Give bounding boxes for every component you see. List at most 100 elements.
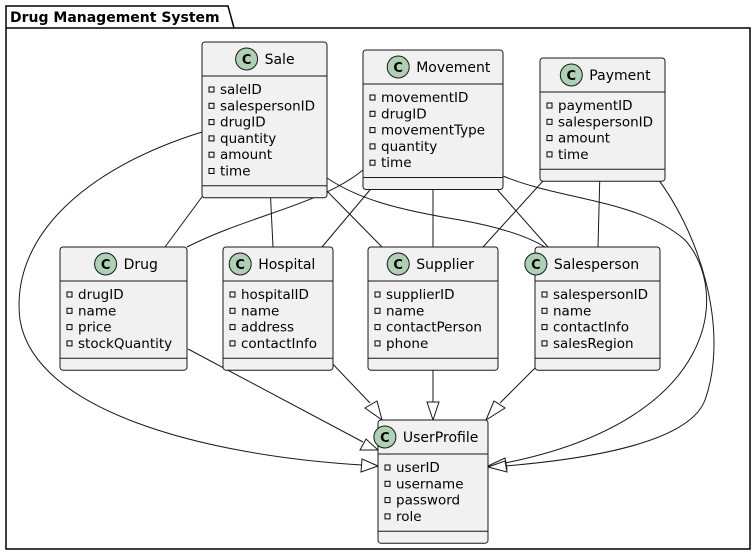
class-attribute: salespersonID	[558, 114, 653, 130]
arrowhead-payment	[486, 460, 508, 473]
class-attribute: name	[78, 303, 116, 319]
class-attribute: drugID	[220, 115, 266, 131]
class-sale: C SalesaleIDsalespersonIDdrugIDquantityam…	[201, 41, 328, 199]
private-visibility-icon	[541, 307, 548, 314]
generalization-sale-userprofile	[18, 131, 363, 466]
private-visibility-icon	[546, 118, 553, 125]
arrowhead-sale	[360, 458, 380, 473]
association-sale-supplier	[321, 185, 383, 248]
class-box	[377, 419, 489, 544]
class-stereotype-icon	[228, 252, 252, 276]
private-visibility-icon	[208, 135, 215, 142]
private-visibility-icon	[541, 340, 548, 347]
private-visibility-icon	[208, 119, 215, 126]
class-stereotype-icon	[524, 252, 548, 276]
private-visibility-icon	[374, 340, 381, 347]
class-attribute: phone	[386, 336, 428, 352]
class-box	[222, 246, 334, 371]
private-visibility-icon	[374, 291, 381, 298]
private-visibility-icon	[66, 307, 73, 314]
arrowhead-hospital	[364, 400, 383, 422]
class-stereotype-icon	[386, 55, 410, 79]
class-attribute: userID	[396, 460, 440, 476]
private-visibility-icon	[374, 324, 381, 331]
private-visibility-icon	[229, 340, 236, 347]
class-name: Payment	[589, 68, 651, 84]
class-stereotype-icon	[235, 47, 259, 71]
class-attribute: name	[386, 303, 424, 319]
class-name: Drug	[124, 257, 158, 273]
class-box	[539, 57, 666, 182]
class-stereotype-icon	[373, 425, 397, 449]
class-attribute: drugID	[381, 106, 427, 122]
private-visibility-icon	[369, 143, 376, 150]
package-title: Drug Management System	[10, 10, 220, 26]
private-visibility-icon	[541, 324, 548, 331]
class-attribute: price	[78, 320, 112, 336]
generalization-drug-userprofile	[187, 348, 364, 443]
arrowhead-salesperson	[484, 400, 506, 422]
class-box	[534, 246, 661, 371]
generalization-hospital-userprofile	[327, 358, 371, 404]
class-supplier: C Supplier supplierIDnamecontactPersonphon…	[367, 246, 499, 371]
class-name: Movement	[416, 60, 491, 76]
generalization-payment-userprofile	[504, 169, 715, 467]
class-name: Supplier	[416, 257, 474, 273]
private-visibility-icon	[369, 94, 376, 101]
class-stereotype-icon	[94, 252, 118, 276]
generalization-movement-userprofile	[502, 175, 708, 464]
stereotype-letter: C	[101, 258, 111, 273]
class-attribute: salespersonID	[220, 98, 315, 114]
private-visibility-icon	[208, 151, 215, 158]
class-name: Sale	[265, 52, 295, 68]
class-name: Salesperson	[554, 257, 639, 273]
association-payment-supplier	[482, 169, 554, 248]
private-visibility-icon	[384, 480, 391, 487]
class-attribute: username	[396, 476, 464, 492]
arrowhead-supplier	[426, 401, 440, 422]
class-name: Hospital	[258, 257, 315, 273]
class-box	[362, 49, 504, 190]
class-attribute: time	[558, 147, 589, 163]
class-attribute: saleID	[220, 82, 262, 98]
class-attribute: time	[381, 155, 412, 171]
private-visibility-icon	[384, 513, 391, 520]
class-box	[367, 246, 499, 371]
association-movement-drug	[186, 169, 364, 248]
private-visibility-icon	[546, 102, 553, 109]
class-attribute: quantity	[220, 131, 276, 147]
private-visibility-icon	[208, 86, 215, 93]
class-attribute: supplierID	[386, 287, 454, 303]
private-visibility-icon	[541, 291, 548, 298]
stereotype-letter: C	[531, 258, 541, 273]
private-visibility-icon	[546, 151, 553, 158]
class-stereotype-icon	[559, 63, 583, 87]
arrowhead-drug	[359, 438, 380, 451]
private-visibility-icon	[66, 324, 73, 331]
private-visibility-icon	[384, 464, 391, 471]
class-attribute: contactPerson	[386, 320, 482, 336]
private-visibility-icon	[66, 340, 73, 347]
package-frame: Drug Management System	[5, 5, 751, 550]
class-attribute: amount	[220, 147, 272, 163]
stereotype-letter: C	[380, 431, 390, 446]
stereotype-letter: C	[393, 258, 403, 273]
stereotype-letter: C	[393, 61, 403, 76]
class-attribute: salespersonID	[553, 287, 648, 303]
class-attribute: paymentID	[558, 98, 633, 114]
class-attribute: quantity	[381, 139, 437, 155]
private-visibility-icon	[369, 110, 376, 117]
class-stereotype-icon	[386, 252, 410, 276]
stereotype-letter: C	[242, 53, 252, 68]
class-attribute: movementID	[381, 90, 468, 106]
class-attribute: contactInfo	[241, 336, 317, 352]
class-attribute: amount	[558, 131, 610, 147]
class-attribute: salesRegion	[553, 336, 634, 352]
private-visibility-icon	[384, 497, 391, 504]
